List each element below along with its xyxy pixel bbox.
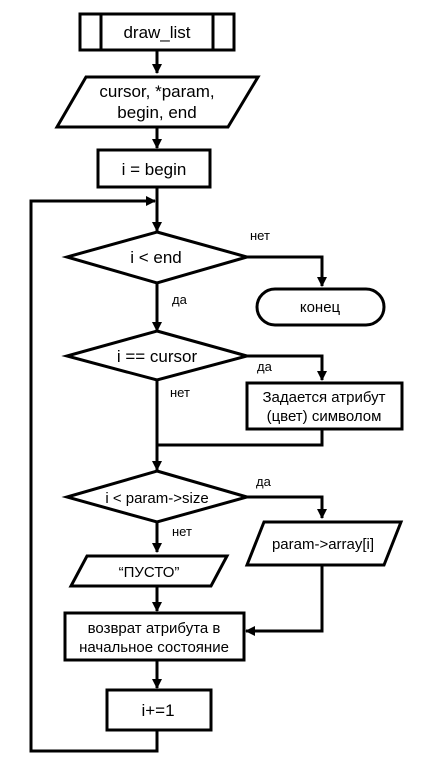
edge-label-cond-size-no: нет: [172, 524, 192, 539]
connectors: [29, 51, 327, 753]
node-end-label: конец: [300, 299, 341, 316]
node-set-attr-label-line2: (цвет) символом: [267, 408, 382, 425]
edge-label-cond-end-yes: да: [172, 292, 188, 307]
node-input: cursor, *param, begin, end: [54, 75, 261, 129]
node-increment: i+=1: [105, 688, 213, 732]
node-cond-end-label: i < end: [130, 248, 182, 267]
node-start-label: draw_list: [123, 23, 190, 42]
node-set-attr-label-line1: Задается атрибут: [262, 389, 385, 406]
node-cond-cursor: i == cursor: [61, 329, 253, 382]
node-reset-attr-label-line2: начальное состояние: [79, 639, 229, 656]
arrow-output-item-to-reset: [245, 566, 324, 636]
node-input-label-line1: cursor, *param,: [99, 82, 214, 101]
node-start: draw_list: [78, 12, 236, 52]
edge-label-cond-size-yes: да: [256, 474, 272, 489]
node-output-empty-label: “ПУСТО”: [119, 564, 180, 581]
node-output-item-label: param->array[i]: [272, 536, 374, 553]
arrow-cond-size-yes: [247, 495, 327, 519]
arrow-cond-cursor-yes: [247, 354, 327, 381]
arrow-loop-back: [29, 196, 159, 753]
node-end: конец: [255, 287, 386, 327]
edge-label-cond-cursor-yes: да: [257, 359, 273, 374]
edge-label-cond-end-no: нет: [250, 228, 270, 243]
arrow-set-attr-merge: [157, 430, 324, 447]
arrow-cond-end-no: [247, 255, 327, 287]
node-cond-end: i < end: [61, 230, 253, 285]
node-set-attr: Задается атрибут (цвет) символом: [245, 381, 404, 431]
node-cond-cursor-label: i == cursor: [117, 347, 198, 366]
node-output-item: param->array[i]: [244, 520, 404, 567]
node-increment-label: i+=1: [141, 701, 174, 720]
node-reset-attr: возврат атрибута в начальное состояние: [63, 611, 246, 662]
node-input-label-line2: begin, end: [117, 103, 196, 122]
node-output-empty: “ПУСТО”: [68, 554, 230, 588]
edge-label-cond-cursor-no: нет: [170, 385, 190, 400]
node-cond-size: i < param->size: [61, 469, 253, 524]
node-init-label: i = begin: [122, 160, 187, 179]
node-reset-attr-label-line1: возврат атрибута в: [88, 620, 221, 637]
node-init: i = begin: [96, 148, 212, 189]
node-cond-size-label: i < param->size: [105, 490, 208, 507]
